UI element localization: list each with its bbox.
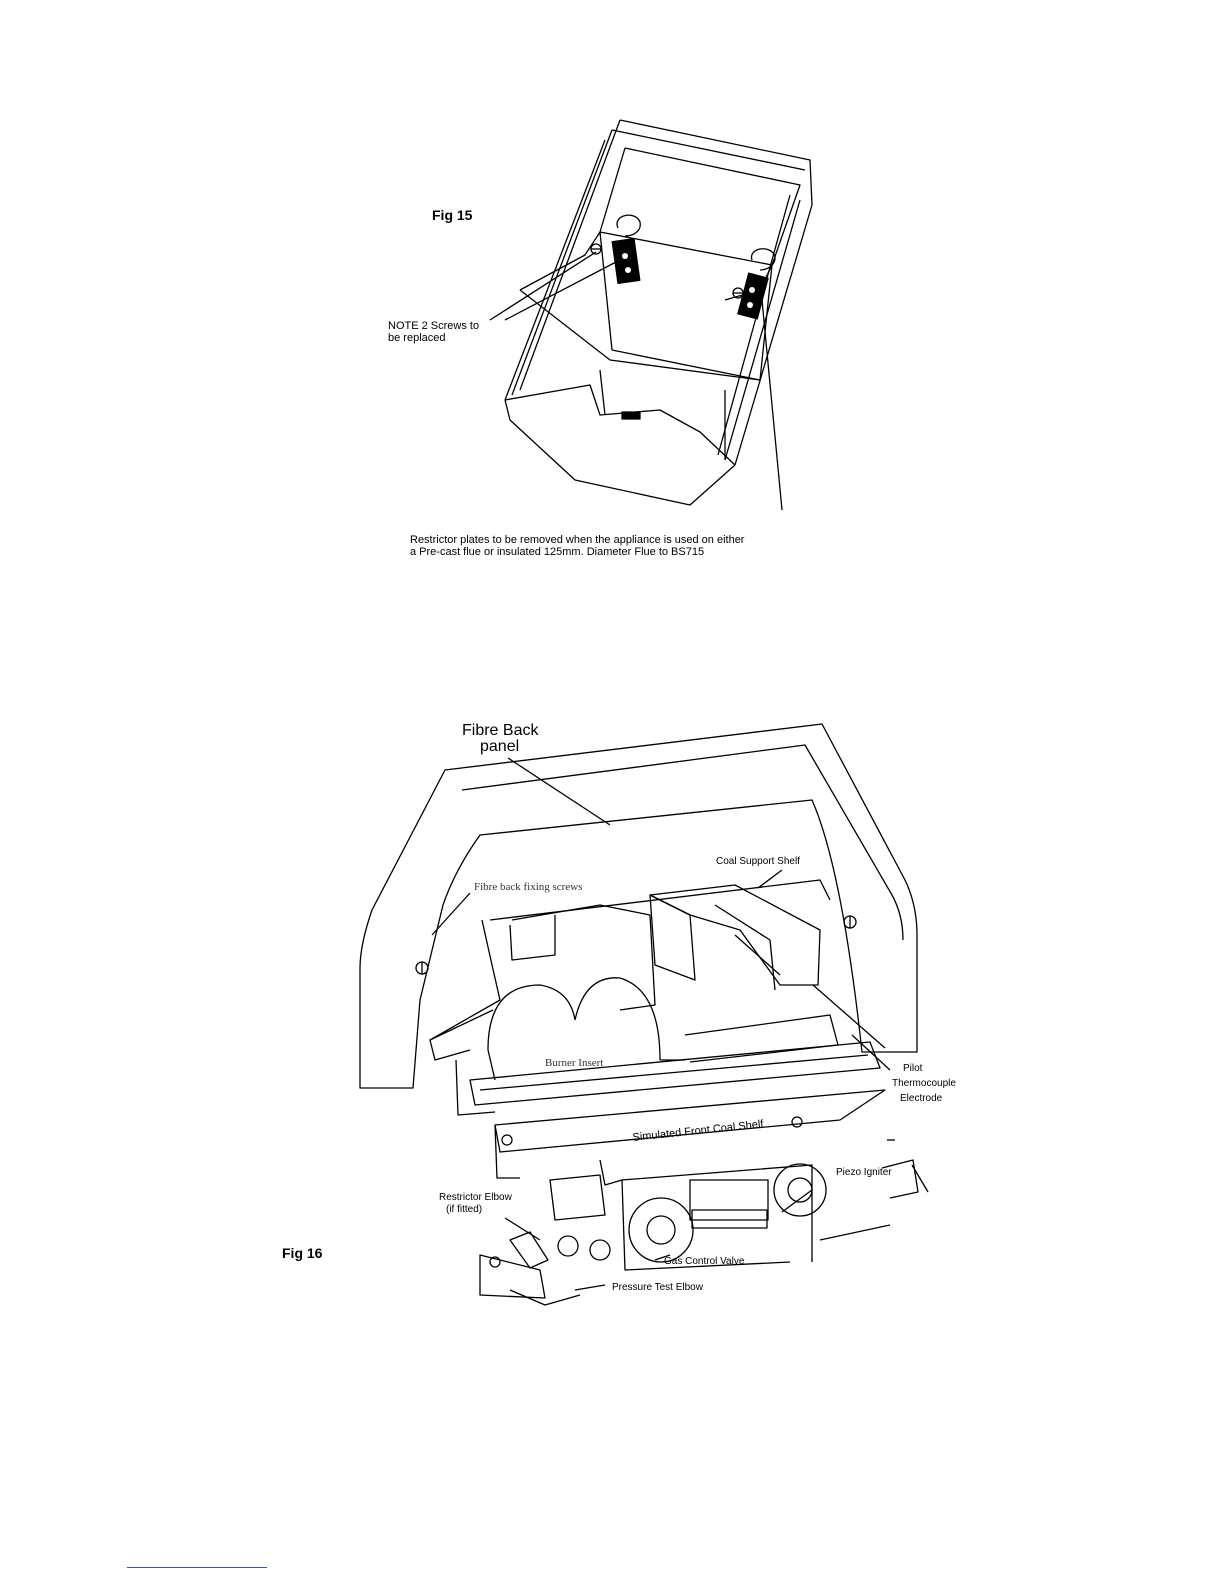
fig15-caption-line1: Restrictor plates to be removed when the… [410, 534, 745, 546]
fig15-caption-line2: a Pre-cast flue or insulated 125mm. Diam… [410, 546, 705, 558]
fig15-screws [590, 243, 744, 299]
fig15-note-line1: NOTE 2 Screws to [388, 320, 480, 332]
elbow-fittings [479, 1174, 611, 1306]
fibre-back-panel-label-line1: Fibre Back [462, 722, 539, 739]
fig15-title: Fig 15 [432, 207, 473, 223]
burner-insert [487, 904, 839, 1081]
restrictor-elbow-label: Restrictor Elbow [439, 1192, 512, 1203]
burner-insert-label: Burner Insert [545, 1057, 604, 1069]
if-fitted-label: (if fitted) [446, 1204, 483, 1215]
pilot-label: Pilot [903, 1063, 923, 1074]
coal-support-shelf-label: Coal Support Shelf [716, 856, 800, 867]
gas-control-assembly [455, 1059, 891, 1271]
burner-tray [469, 1041, 881, 1106]
electrode-label: Electrode [900, 1093, 943, 1104]
piezo-igniter-label: Piezo Igniter [836, 1167, 892, 1178]
coal-support-shelf [649, 884, 821, 991]
fig16-leader-lines [431, 757, 929, 1291]
fig15-note-leader-2 [504, 261, 617, 321]
fig16-title: Fig 16 [282, 1245, 323, 1261]
firebox-rim [429, 879, 886, 1061]
fig15-plate-holes [622, 253, 755, 308]
gas-control-valve-label: Gas Control Valve [664, 1256, 745, 1267]
front-coal-shelf [494, 1089, 886, 1179]
fibre-back-screw-icons [415, 915, 857, 975]
fig15-drawing [489, 119, 813, 511]
fig15-note-line2: be replaced [388, 332, 446, 344]
fibre-back-panel [359, 723, 918, 1089]
fig15-caption-leader [761, 299, 783, 511]
piezo-bracket [881, 1139, 919, 1199]
fibre-back-fixing-screws-label: Fibre back fixing screws [474, 881, 583, 893]
pressure-test-elbow-label: Pressure Test Elbow [612, 1282, 703, 1293]
thermocouple-label: Thermocouple [892, 1078, 956, 1089]
footnote-rule [127, 1567, 267, 1568]
fig15-base-slot [621, 411, 641, 420]
fig15-note-leader-1 [489, 251, 597, 321]
fibre-back-panel-label-line2: panel [480, 738, 520, 755]
